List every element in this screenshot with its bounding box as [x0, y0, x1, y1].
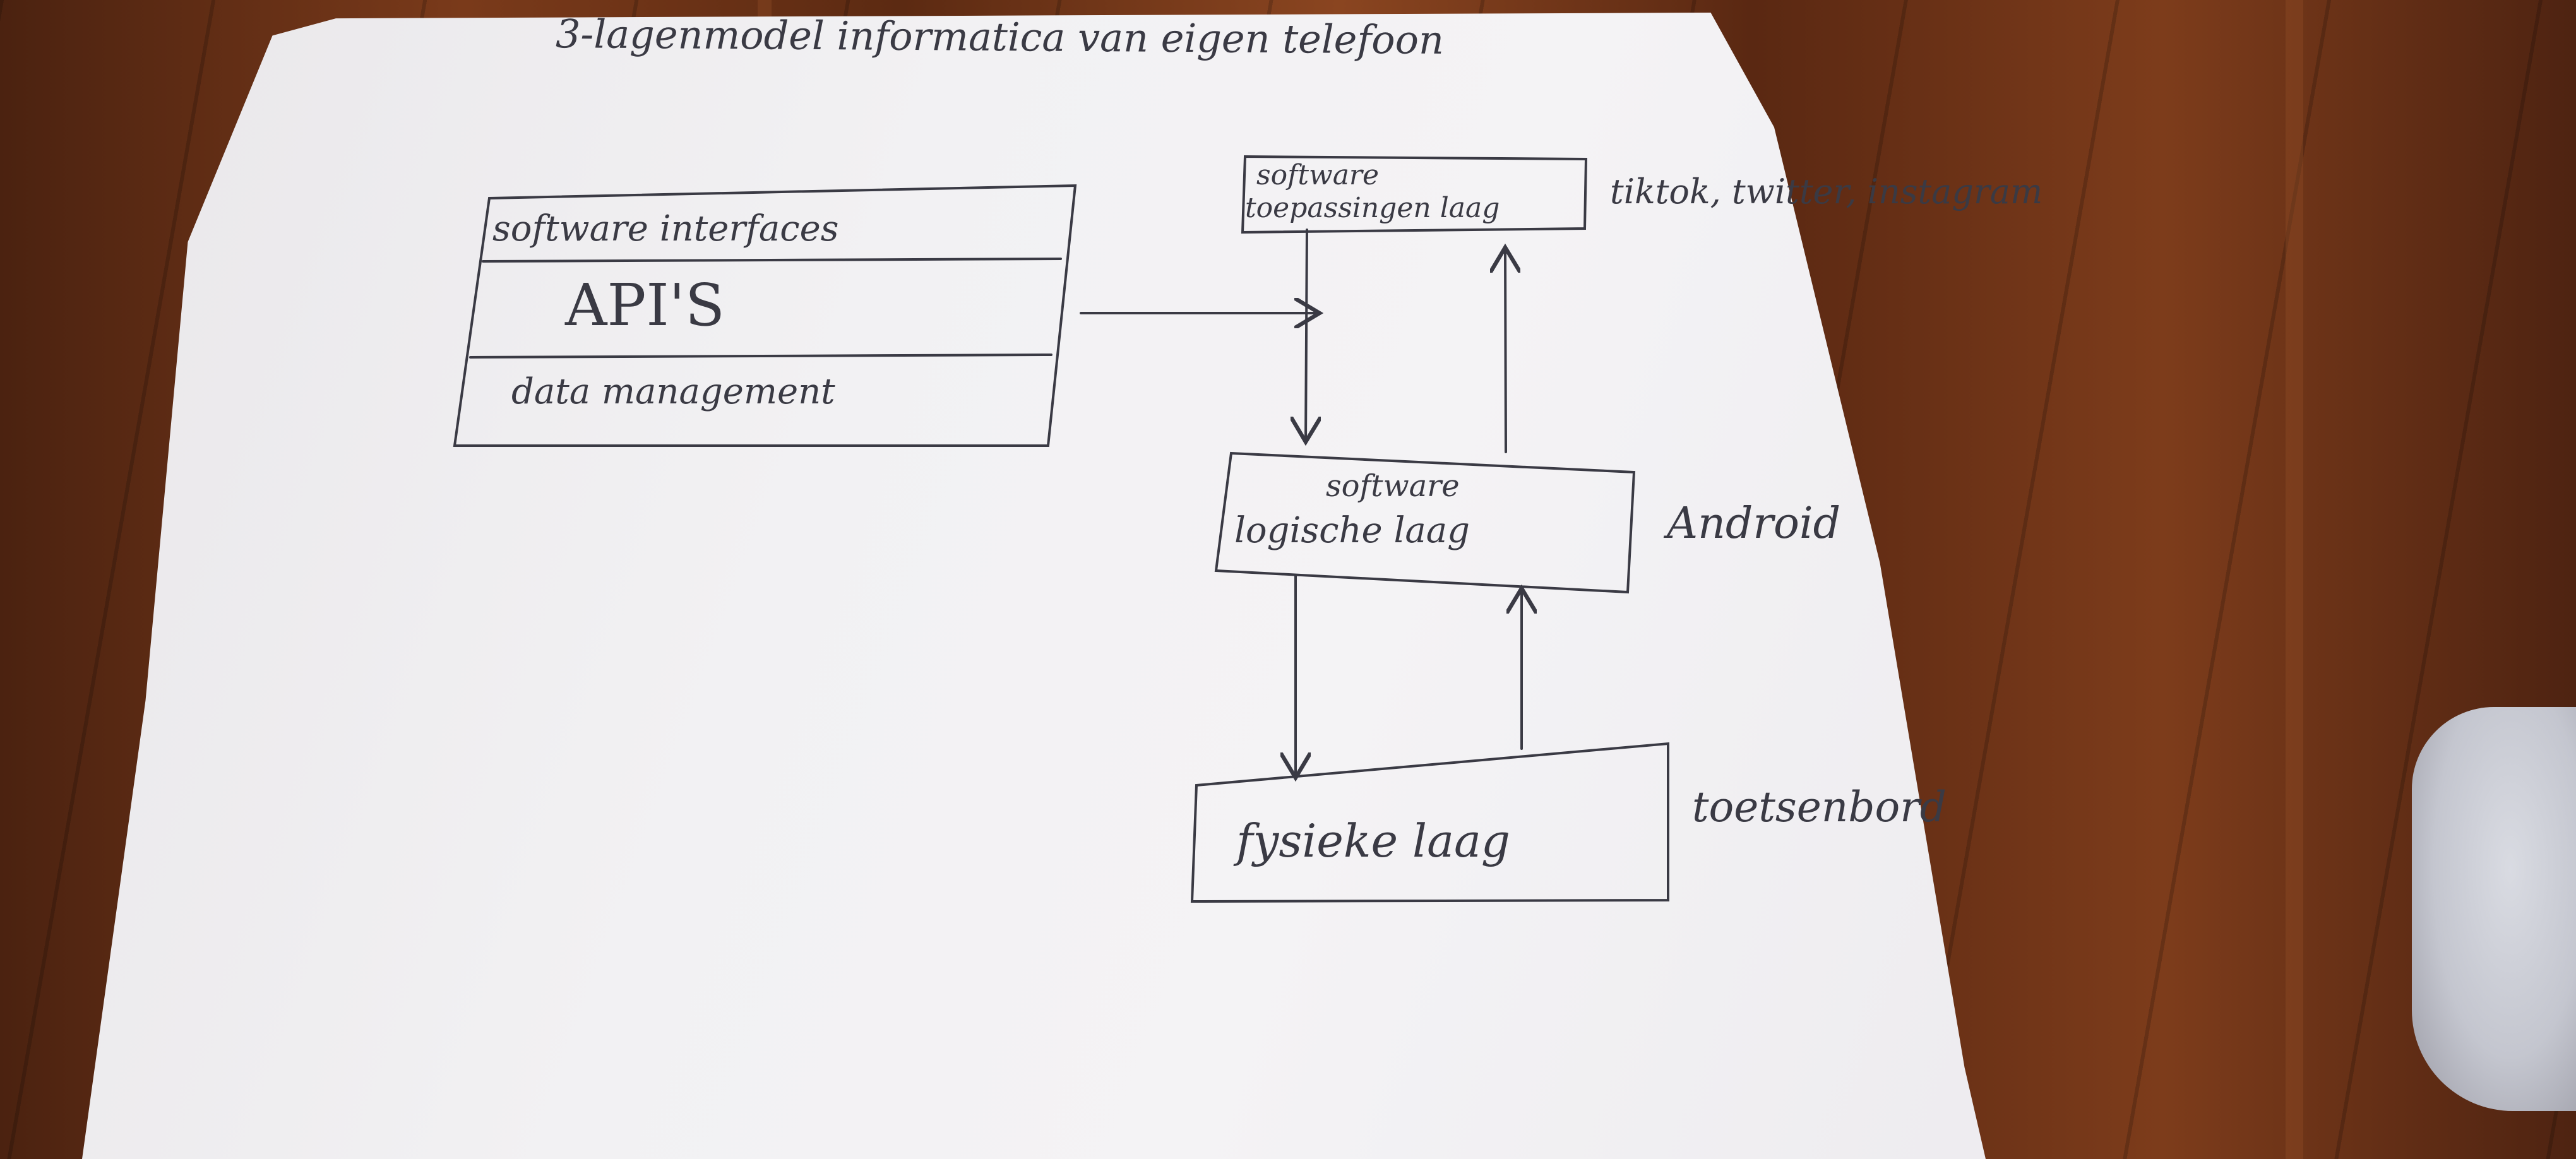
box-fysieke-label: fysieke laag — [1236, 814, 1511, 867]
side-label-android: Android — [1667, 499, 1841, 549]
left-box-row-data-management: data management — [511, 371, 835, 412]
floor-plank-seam — [2286, 0, 2303, 1159]
box-toepassingen-label-line2: toepassingen laag — [1245, 192, 1500, 224]
left-box-row-apis: API'S — [565, 271, 725, 339]
box-logische-outline — [1214, 451, 1636, 594]
paper-sheet — [82, 13, 1986, 1159]
box-toepassingen-outline — [1241, 155, 1588, 234]
hand-corner — [2412, 707, 2576, 1111]
box-logische-label-line1: software — [1326, 468, 1460, 504]
box-toepassingen-label-line1: software — [1256, 159, 1380, 191]
left-box-row-software-interfaces: software interfaces — [492, 208, 839, 249]
box-logische-label-line2: logische laag — [1234, 510, 1470, 551]
arrow-toepassingen-to-logische — [1306, 229, 1307, 442]
side-label-apps: tiktok, twitter, instagram — [1610, 172, 2043, 211]
arrow-logische-to-toepassingen — [1505, 247, 1506, 453]
left-box-divider — [469, 354, 1052, 359]
diagram-title: 3-lagenmodel informatica van eigen telef… — [555, 11, 1445, 63]
left-box-outline — [453, 184, 1077, 447]
box-fysieke-outline — [1190, 742, 1669, 903]
side-label-toetsenbord: toetsenbord — [1692, 783, 1947, 831]
left-box-divider — [482, 258, 1062, 263]
